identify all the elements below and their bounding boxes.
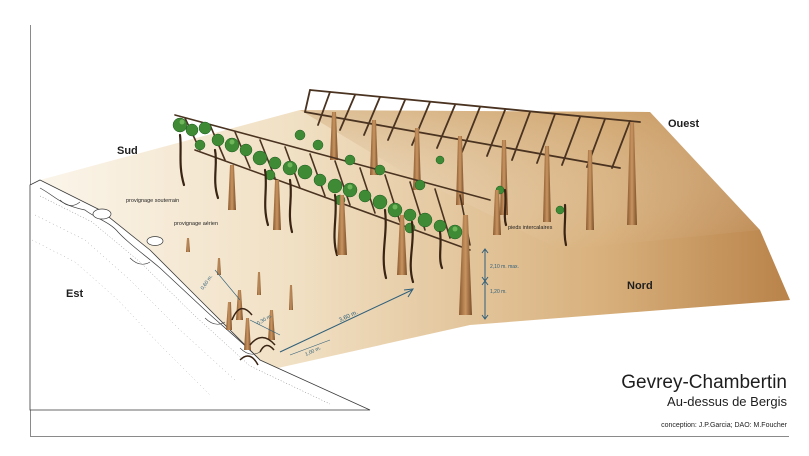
vine-foliage xyxy=(172,117,565,240)
foreground-stakes xyxy=(186,238,293,350)
back-trellis xyxy=(304,89,641,169)
credits: conception: J.P.Garcia; DAO: M.Foucher xyxy=(661,422,787,429)
label-underground-layering: provignage souterrain xyxy=(126,198,179,204)
vine-trunks xyxy=(178,133,568,284)
layering-hole-1 xyxy=(92,208,112,220)
direction-west: Ouest xyxy=(668,118,700,130)
measure-trellis-height: 2,10 m. max. xyxy=(490,264,519,270)
back-posts xyxy=(330,112,637,230)
measure-post-height: 1,20 m. xyxy=(490,289,507,295)
layering-shoots xyxy=(231,307,276,366)
place-subtitle: Au-dessus de Bergis xyxy=(667,394,787,409)
title-block: Gevrey-Chambertin Au-dessus de Bergis xyxy=(621,372,787,410)
place-title: Gevrey-Chambertin xyxy=(621,372,787,393)
direction-south: Sud xyxy=(117,145,138,157)
front-posts xyxy=(228,165,501,315)
label-intercalary-vines: pieds intercalaires xyxy=(508,225,553,231)
label-aerial-layering: provignage aérien xyxy=(174,221,218,227)
direction-north: Nord xyxy=(627,280,653,292)
layering-hole-2 xyxy=(146,236,164,246)
soil-cross-section xyxy=(29,179,371,411)
direction-east: Est xyxy=(66,288,83,300)
measurement-lines xyxy=(214,248,489,356)
